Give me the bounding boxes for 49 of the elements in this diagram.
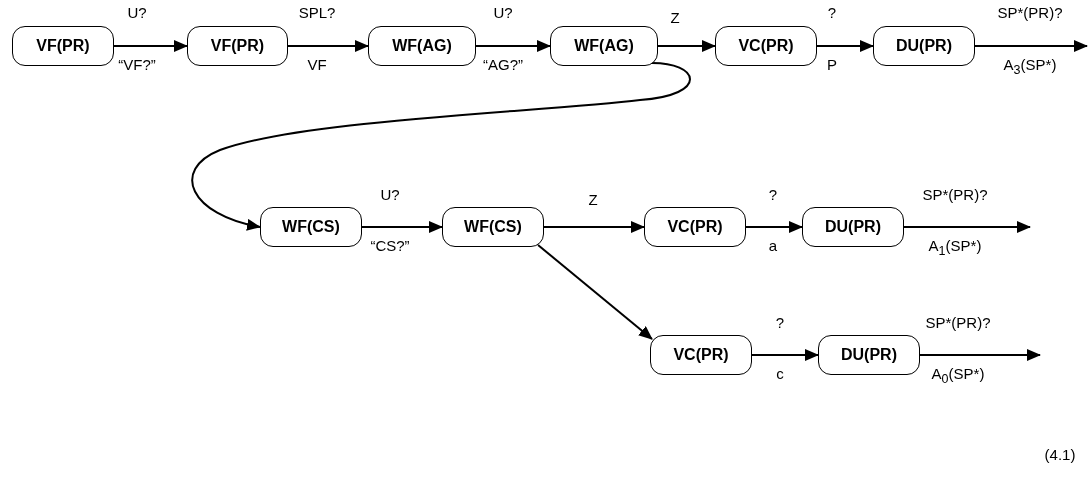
arrow bbox=[543, 221, 645, 233]
arrow bbox=[113, 40, 188, 52]
equation-number: (4.1) bbox=[1044, 446, 1076, 464]
arrow bbox=[537, 244, 653, 340]
state-box: VC(PR) bbox=[650, 335, 752, 375]
state-box: DU(PR) bbox=[818, 335, 920, 375]
arrow bbox=[287, 40, 369, 52]
arrow bbox=[919, 349, 1041, 361]
state-box: WF(AG) bbox=[368, 26, 476, 66]
arrow bbox=[657, 40, 716, 52]
edge-label: U? bbox=[380, 186, 400, 204]
arrow bbox=[816, 40, 874, 52]
transition-label: “CS?” bbox=[370, 237, 410, 255]
arrow bbox=[745, 221, 803, 233]
arrow bbox=[191, 62, 691, 231]
arrow bbox=[475, 40, 551, 52]
state-box: DU(PR) bbox=[873, 26, 975, 66]
transition-label: VF bbox=[307, 56, 327, 74]
edge-label: U? bbox=[493, 4, 513, 22]
state-box: WF(CS) bbox=[260, 207, 362, 247]
state-box: DU(PR) bbox=[802, 207, 904, 247]
edge-label: SP*(PR)? bbox=[922, 186, 988, 204]
arrow bbox=[361, 221, 443, 233]
edge-label: ? bbox=[827, 4, 837, 22]
edge-label: SPL? bbox=[298, 4, 336, 22]
transition-label: a bbox=[768, 237, 778, 255]
transition-label: “AG?” bbox=[483, 56, 523, 74]
state-box: WF(CS) bbox=[442, 207, 544, 247]
transition-label: A$_{0}$(SP*) bbox=[931, 365, 985, 388]
transition-label: c bbox=[776, 365, 784, 383]
edge-label: SP*(PR)? bbox=[997, 4, 1063, 22]
arrow bbox=[974, 40, 1088, 52]
edge-label: ? bbox=[768, 186, 778, 204]
state-box: VC(PR) bbox=[644, 207, 746, 247]
edge-label: Z bbox=[588, 191, 598, 209]
transition-label: A$_{1}$(SP*) bbox=[928, 237, 982, 260]
state-box: VF(PR) bbox=[12, 26, 114, 66]
transition-label: P bbox=[827, 56, 837, 74]
state-box: VF(PR) bbox=[187, 26, 288, 66]
transition-label: A$_{3}$(SP*) bbox=[1003, 56, 1057, 79]
edge-label: Z bbox=[670, 9, 680, 27]
transition-label: “VF?” bbox=[118, 56, 156, 74]
edge-label: SP*(PR)? bbox=[925, 314, 991, 332]
state-box: WF(AG) bbox=[550, 26, 658, 66]
arrow bbox=[751, 349, 819, 361]
state-box: VC(PR) bbox=[715, 26, 817, 66]
edge-label: U? bbox=[127, 4, 147, 22]
edge-label: ? bbox=[775, 314, 785, 332]
arrow bbox=[903, 221, 1031, 233]
